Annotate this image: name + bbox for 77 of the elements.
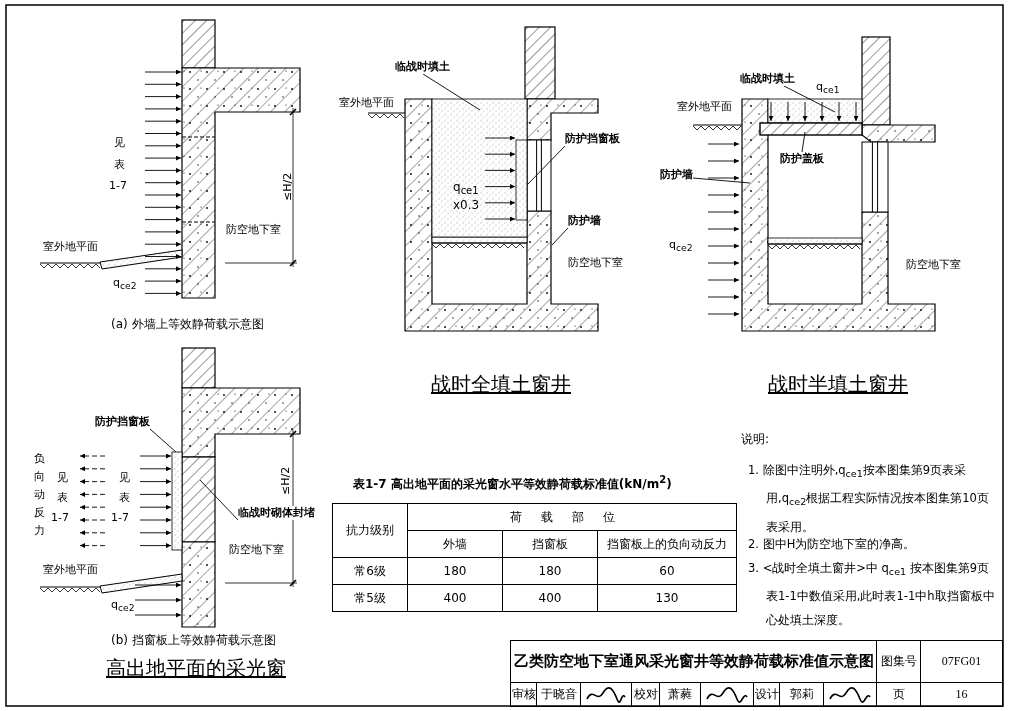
load-symbol: q$_{ce2}$: [668, 238, 694, 254]
table-cell: 180: [502, 557, 598, 585]
drawing-title: 高出地平面的采光窗: [105, 656, 287, 681]
annotation-text: 表: [113, 158, 126, 172]
table-cell: 16: [920, 682, 1003, 707]
callout-label: 临战时填土: [395, 60, 450, 74]
dimension-text: ≤H/2: [279, 465, 293, 496]
table-cell: 页: [876, 682, 921, 707]
table-title: 表1-7 高出地平面的采光窗水平等效静荷载标准值(kN/m$^{2}$): [352, 474, 673, 492]
load-symbol: q$_{ce1}$ x0.3: [452, 180, 481, 213]
table-cell: 400: [407, 584, 503, 612]
dimension-text: ≤H/2: [281, 171, 295, 202]
annotation-text: 负向动反力: [33, 451, 46, 539]
note-heading: 说明:: [740, 432, 771, 447]
annotation-text: 见: [113, 136, 126, 150]
table-cell: 校对: [631, 682, 660, 707]
leader-line: [692, 177, 751, 184]
window-board: [515, 139, 528, 221]
leader-line: [199, 479, 239, 521]
note-text: 2. 图中H为防空地下室的净高。: [748, 536, 917, 553]
load-symbol: q$_{ce1}$: [815, 80, 841, 96]
callout-label: 防护墙: [568, 214, 601, 228]
table-cell: 设计: [753, 682, 780, 707]
annotation-text: 室外地平面: [676, 100, 733, 114]
table-cell: 常6级: [332, 557, 408, 585]
callout-label: 临战时砌体封堵: [238, 506, 315, 520]
table-cell: 图集号: [876, 640, 921, 683]
drawing-title: 战时全填土窗井: [430, 372, 572, 397]
load-symbol: q$_{ce2}$: [110, 598, 136, 614]
sheet-title: 乙类防空地下室通风采光窗井等效静荷载标准值示意图: [510, 640, 877, 683]
annotation-text: 1-7: [108, 179, 128, 193]
annotation-text: 防空地下室: [225, 223, 282, 237]
annotation-text: 防空地下室: [567, 256, 624, 270]
backfill-soil: [431, 98, 528, 238]
figure-caption: (a) 外墙上等效静荷载示意图: [110, 317, 265, 332]
annotation-text: 防空地下室: [228, 543, 285, 557]
callout-label: 防护墙: [660, 168, 693, 182]
drawing-title: 战时半填土窗井: [767, 372, 909, 397]
table-cell: 400: [502, 584, 598, 612]
table-cell: 常5级: [332, 584, 408, 612]
leader-line: [551, 227, 569, 246]
annotation-text: 1-7: [50, 511, 70, 525]
annotation-text: 1-7: [110, 511, 130, 525]
callout-label: 防护挡窗板: [565, 132, 620, 146]
table-cell: 荷载部位: [407, 503, 737, 531]
annotation-text: 表: [118, 491, 131, 505]
annotation-text: 室外地平面: [42, 563, 99, 577]
table-cell: 外墙: [407, 530, 503, 558]
annotation-text: 见: [118, 471, 131, 485]
table-cell: 180: [407, 557, 503, 585]
leader-line: [149, 428, 177, 453]
table-cell: 60: [597, 557, 737, 585]
load-symbol: q$_{ce2}$: [112, 276, 138, 292]
annotation-text: 见: [56, 471, 69, 485]
leader-line: [422, 73, 481, 111]
figure-caption: (b) 挡窗板上等效静荷载示意图: [110, 633, 277, 648]
table-cell: 挡窗板: [502, 530, 598, 558]
leader-line: [526, 145, 566, 186]
table-cell: 萧蕤: [659, 682, 701, 707]
leader-line: [801, 131, 806, 153]
annotation-text: 室外地平面: [338, 96, 395, 110]
note-text: 3. <战时全填土窗井>中 q$_{ce1}$ 按本图集第9页表1-1中数值采用,此时表1-1中h取挡窗板中心处填土深度。: [748, 560, 996, 630]
leader-line: [783, 85, 836, 113]
table-cell: 审核: [510, 682, 537, 707]
table-cell: 130: [597, 584, 737, 612]
annotation-text: 室外地平面: [42, 240, 99, 254]
table-cell: 挡窗板上的负向动反力: [597, 530, 737, 558]
annotation-text: 防空地下室: [905, 258, 962, 272]
callout-label: 防护盖板: [780, 152, 824, 166]
callout-label: 临战时填土: [740, 72, 795, 86]
note-text: 1. 除图中注明外,q$_{ce1}$按本图集第9页表采用,q$_{ce2}$根据工程实际情况按本图集第10页表采用。: [748, 462, 990, 536]
table-cell: 郭莉: [779, 682, 824, 707]
table-cell: 于晓音: [536, 682, 581, 707]
annotation-text: 表: [56, 491, 69, 505]
table-cell: 07FG01: [920, 640, 1003, 683]
table-cell: 抗力级别: [332, 503, 408, 558]
callout-label: 防护挡窗板: [95, 415, 150, 429]
